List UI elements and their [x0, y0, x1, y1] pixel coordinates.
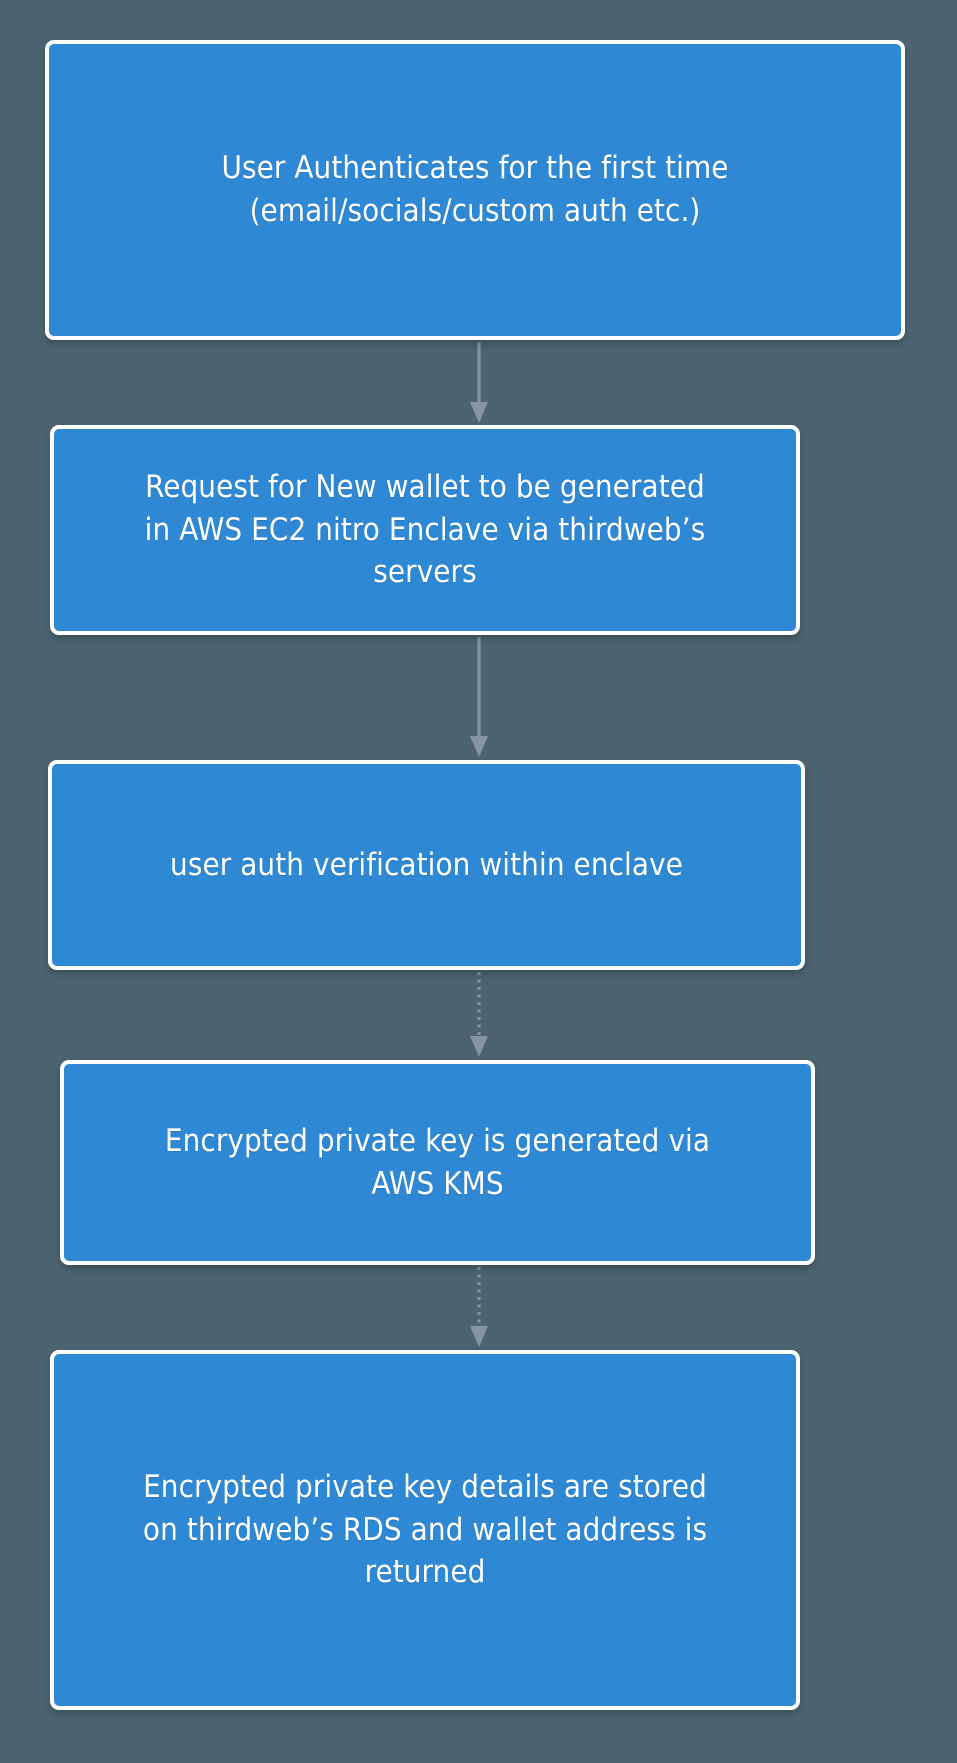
arrowhead-icon: [470, 1036, 488, 1057]
flow-node-label: Encrypted private key details are stored…: [142, 1468, 708, 1591]
flow-node-label: user auth verification within enclave: [170, 846, 683, 883]
arrowhead-icon: [470, 1326, 488, 1347]
edge-node-4-to-node-5: [470, 1267, 488, 1347]
flow-node-request-new-wallet[interactable]: Request for New wallet to be generated i…: [50, 425, 800, 635]
edge-node-2-to-node-3: [470, 637, 488, 757]
flow-node-label: Request for New wallet to be generated i…: [144, 468, 706, 591]
flow-node-key-details-stored[interactable]: Encrypted private key details are stored…: [50, 1350, 800, 1710]
flow-node-label: User Authenticates for the first time (e…: [221, 150, 729, 229]
flow-node-label: Encrypted private key is generated via A…: [164, 1122, 711, 1202]
arrowhead-icon: [470, 736, 488, 757]
flow-node-user-auth-verification[interactable]: user auth verification within enclave: [48, 760, 805, 970]
flow-node-user-authenticates[interactable]: User Authenticates for the first time (e…: [45, 40, 905, 340]
flow-node-encrypted-key-generated[interactable]: Encrypted private key is generated via A…: [60, 1060, 815, 1265]
arrowhead-icon: [470, 402, 488, 423]
edge-node-3-to-node-4: [470, 972, 488, 1057]
edge-node-1-to-node-2: [470, 342, 488, 423]
